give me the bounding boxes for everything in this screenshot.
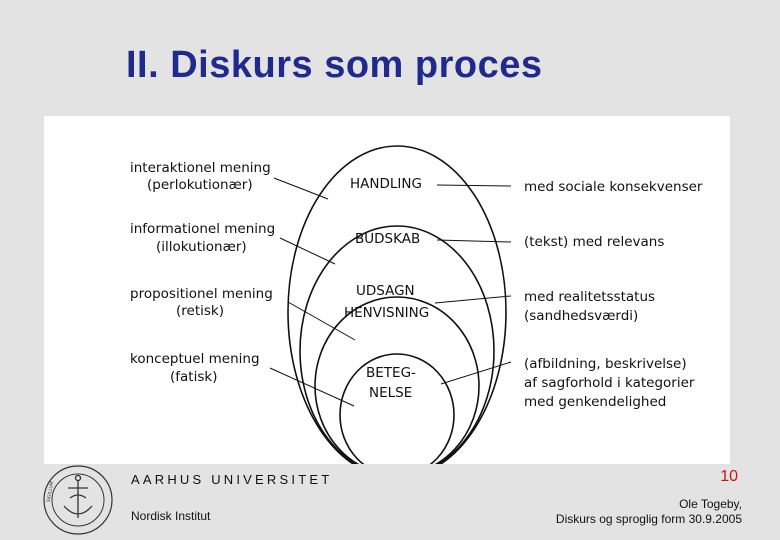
right-arrow-3	[434, 295, 512, 304]
center-label-nelse: NELSE	[369, 385, 412, 401]
right-arrows	[434, 184, 512, 385]
footer-institute: Nordisk Institut	[131, 509, 211, 523]
left-arrows	[269, 177, 356, 407]
center-label-udsagn: UDSAGN	[356, 283, 415, 299]
right-label-3-line2: (sandhedsværdi)	[524, 308, 638, 324]
svg-text:· · ·: · · ·	[97, 471, 106, 480]
right-arrow-4	[440, 361, 512, 385]
right-arrow-1	[436, 184, 512, 187]
right-label-4-line2: af sagforhold i kategorier	[524, 375, 695, 391]
left-label-3-line2: (retisk)	[176, 303, 224, 319]
left-label-2-line1: informationel mening	[130, 221, 275, 237]
left-label-4-line2: (fatisk)	[170, 369, 217, 385]
left-arrow-3	[287, 301, 356, 341]
ellipse-udsagn	[314, 296, 480, 464]
right-label-1: med sociale konsekvenser	[524, 179, 703, 195]
footer-university: AARHUS UNIVERSITET	[131, 472, 333, 487]
university-seal-logo: SIGILLUM · · ·	[43, 465, 113, 535]
right-arrow-2	[436, 239, 512, 243]
page-number: 10	[720, 468, 738, 485]
center-label-handling: HANDLING	[350, 176, 422, 192]
slide-title: II. Diskurs som proces	[126, 44, 543, 86]
ellipse-betegnelse	[339, 353, 455, 464]
left-arrow-1	[273, 177, 329, 200]
right-label-4-line1: (afbildning, beskrivelse)	[524, 356, 687, 372]
left-label-1-line1: interaktionel mening	[130, 160, 271, 176]
left-label-2-line2: (illokutionær)	[156, 239, 247, 255]
svg-text:SIGILLUM: SIGILLUM	[46, 481, 56, 503]
center-label-henvisning: HENVISNING	[344, 305, 429, 321]
ellipse-handling	[287, 145, 507, 464]
footer-author-line1: Ole Togeby,	[679, 497, 742, 511]
footer-author-line2: Diskurs og sproglig form 30.9.2005	[555, 512, 742, 526]
center-label-budskab: BUDSKAB	[355, 231, 420, 247]
right-label-2: (tekst) med relevans	[524, 234, 664, 250]
right-label-4-line3: med genkendelighed	[524, 394, 666, 410]
diagram-figure: interaktionel mening (perlokutionær) inf…	[44, 116, 730, 464]
left-label-4-line1: konceptuel mening	[130, 351, 260, 367]
left-arrow-2	[279, 237, 336, 265]
right-label-3-line1: med realitetsstatus	[524, 289, 655, 305]
center-label-beteg: BETEG-	[366, 365, 416, 381]
left-label-3-line1: propositionel mening	[130, 286, 273, 302]
left-label-1-line2: (perlokutionær)	[147, 177, 253, 193]
left-arrow-4	[269, 367, 355, 407]
footer-author: Ole Togeby, Diskurs og sproglig form 30.…	[556, 497, 742, 527]
nested-ellipse-diagram: interaktionel mening (perlokutionær) inf…	[130, 145, 703, 464]
ellipse-budskab	[299, 225, 495, 464]
